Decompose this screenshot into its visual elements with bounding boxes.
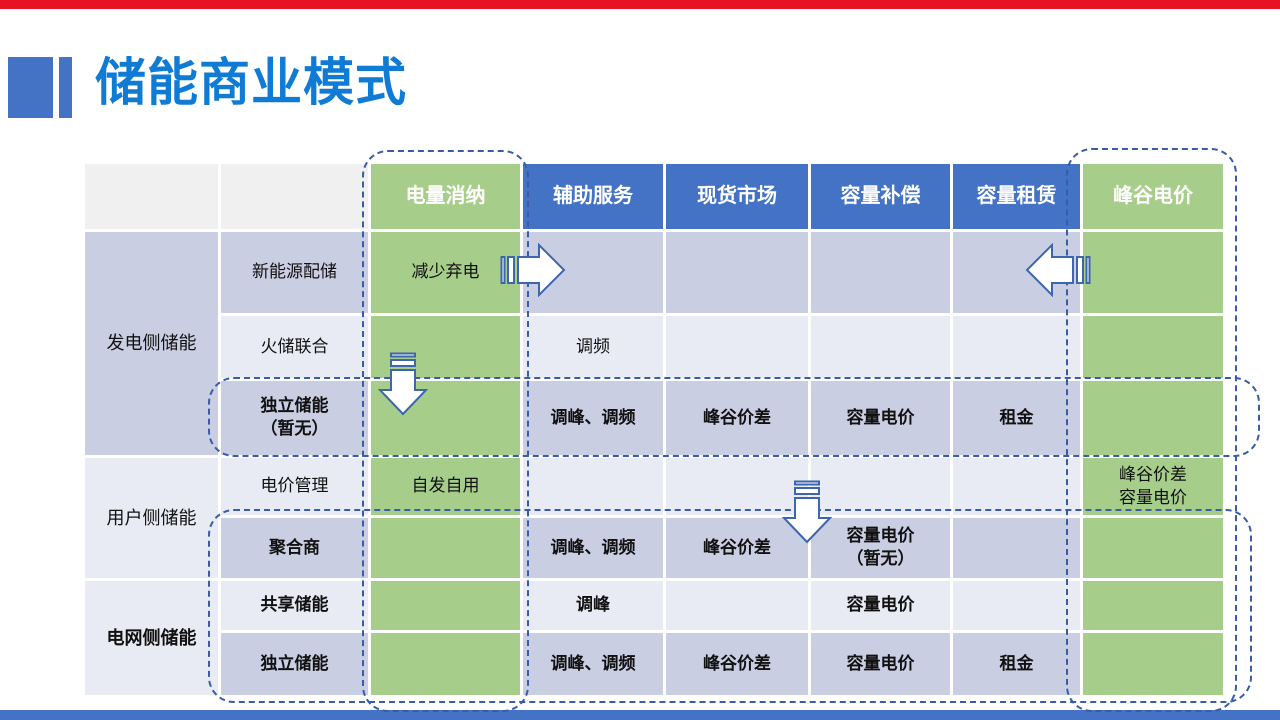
header-cell-spot-market: 现货市场 <box>666 164 808 229</box>
row-label-cell: 独立储能 （暂无） <box>221 381 368 455</box>
table-cell <box>953 518 1080 578</box>
table-cell <box>523 458 663 515</box>
table-cell: 峰谷价差 <box>666 518 808 578</box>
green-cell: 峰谷价差 容量电价 <box>1083 458 1223 515</box>
header-cell-peak-valley-price: 峰谷电价 <box>1083 164 1223 229</box>
bottom-accent-bar <box>0 710 1280 720</box>
row-label-cell: 共享储能 <box>221 581 368 630</box>
table-cell <box>666 581 808 630</box>
table-cell: 调峰、调频 <box>523 633 663 695</box>
header-cell-capacity-lease: 容量租赁 <box>953 164 1080 229</box>
table-cell <box>666 232 808 313</box>
row-label-cell: 聚合商 <box>221 518 368 578</box>
green-cell: 自发自用 <box>371 458 520 515</box>
table-cell: 调峰、调频 <box>523 518 663 578</box>
header-cell-consumption: 电量消纳 <box>371 164 520 229</box>
table-cell: 租金 <box>953 633 1080 695</box>
row-label-cell: 独立储能 <box>221 633 368 695</box>
green-cell <box>1083 518 1223 578</box>
dashed-highlight-independent-storage-row <box>208 377 1260 457</box>
row-label-cell: 电价管理 <box>221 458 368 515</box>
title-bar-decoration <box>59 57 72 118</box>
table-cell <box>811 232 950 313</box>
header-cell-ancillary: 辅助服务 <box>523 164 663 229</box>
green-cell <box>371 633 520 695</box>
green-cell <box>1083 581 1223 630</box>
table-cell <box>953 581 1080 630</box>
table-cell <box>953 458 1080 515</box>
dashed-highlight-bottom-rows <box>208 509 1252 703</box>
table-cell: 峰谷价差 <box>666 381 808 455</box>
group-cell-generation-side: 发电侧储能 <box>85 232 218 455</box>
striped-down-arrow-icon <box>378 352 428 416</box>
green-cell <box>371 581 520 630</box>
dashed-highlight-peak-valley-column <box>1066 148 1237 712</box>
striped-down-arrow-icon <box>782 480 832 544</box>
table-cell: 调峰 <box>523 581 663 630</box>
green-cell <box>1083 316 1223 378</box>
table-cell: 调峰、调频 <box>523 381 663 455</box>
business-model-table: 电量消纳 辅助服务 现货市场 容量补偿 容量租赁 峰谷电价 发电侧储能 用户侧储… <box>85 164 1223 695</box>
group-cell-user-side: 用户侧储能 <box>85 458 218 578</box>
green-cell <box>371 316 520 378</box>
dashed-highlight-consumption-column <box>362 150 529 712</box>
top-accent-bar <box>0 0 1280 9</box>
table-cell: 容量电价 <box>811 381 950 455</box>
table-cell: 租金 <box>953 381 1080 455</box>
table-cell <box>666 458 808 515</box>
green-cell: 减少弃电 <box>371 232 520 313</box>
table-cell: 容量电价 （暂无） <box>811 518 950 578</box>
table-cell <box>811 458 950 515</box>
green-cell <box>1083 381 1223 455</box>
green-cell <box>371 518 520 578</box>
group-cell-grid-side: 电网侧储能 <box>85 581 218 695</box>
table-cell: 峰谷价差 <box>666 633 808 695</box>
table-cell: 容量电价 <box>811 633 950 695</box>
header-cell-empty <box>221 164 368 229</box>
header-cell-capacity-compensation: 容量补偿 <box>811 164 950 229</box>
title-square-decoration <box>8 57 53 118</box>
page-title: 储能商业模式 <box>95 54 408 111</box>
table-cell: 调频 <box>523 316 663 378</box>
striped-right-arrow-icon <box>500 243 566 297</box>
row-label-cell: 新能源配储 <box>221 232 368 313</box>
table-cell <box>666 316 808 378</box>
row-label-cell: 火储联合 <box>221 316 368 378</box>
table-cell <box>811 316 950 378</box>
table-cell: 容量电价 <box>811 581 950 630</box>
striped-left-arrow-icon <box>1025 243 1091 297</box>
green-cell <box>1083 232 1223 313</box>
green-cell <box>1083 633 1223 695</box>
table-cell <box>953 316 1080 378</box>
header-cell-empty <box>85 164 218 229</box>
